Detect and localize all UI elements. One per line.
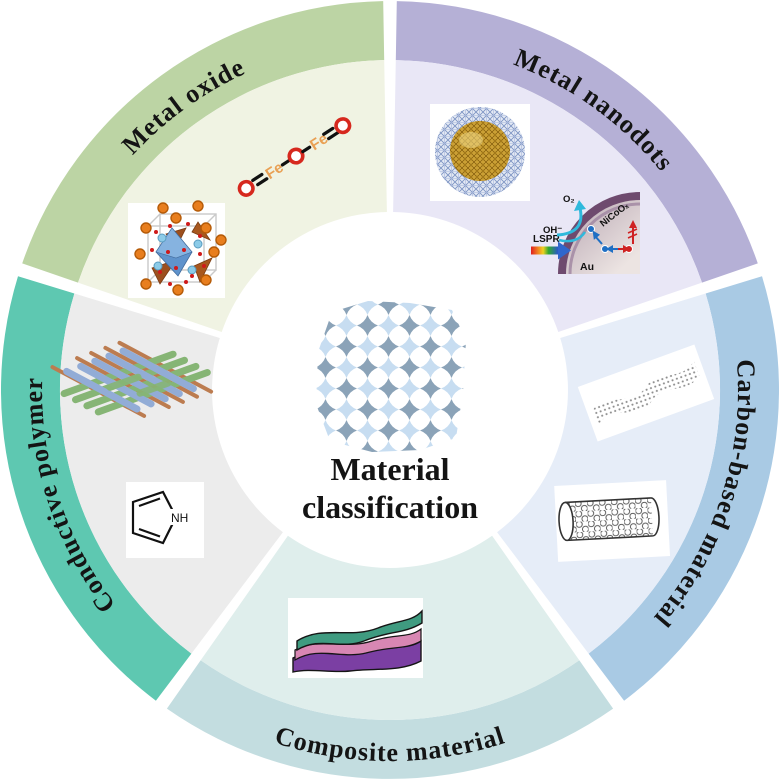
blue-atoms (153, 233, 203, 275)
nh-group-label: NH (171, 511, 188, 525)
crystal-structure-image (128, 200, 227, 298)
arc-carbon-based (588, 276, 779, 701)
gold-nanoparticle-image (430, 104, 530, 201)
arc-composite (166, 660, 614, 779)
graphene-sheet-image (577, 344, 715, 442)
oxygen-atom-icon (334, 117, 352, 135)
reaction-arrow-icon (556, 207, 583, 237)
composite-layers-image (288, 598, 423, 678)
pyrrole-ring (131, 490, 177, 545)
rainbow-arrow-icon (531, 246, 558, 255)
lspr-label: LSPR (533, 234, 560, 245)
oxygen-atom-icon (237, 179, 255, 197)
orange-atoms (134, 200, 227, 296)
lspr-mechanism-diagram: NiCoOₓ Au LSPR OH⁻ O₂ (531, 192, 641, 275)
fe-atom-label: Fe (263, 159, 287, 183)
pyrrole-molecule: NH (126, 482, 204, 558)
porous-lattice-image (316, 301, 466, 452)
weave-overlap (106, 373, 172, 397)
feo-molecule: Fe Fe (237, 117, 352, 197)
arc-conductive-polymer (1, 276, 192, 701)
rainbow-arrowhead-icon (558, 241, 571, 260)
hydroxide-label: OH⁻ (543, 225, 562, 236)
carbon-nanotube-image (554, 480, 671, 562)
oxygen-label: O₂ (563, 194, 575, 205)
arc-metal-nanodots (395, 1, 758, 283)
au-core-label: Au (580, 261, 594, 273)
polymer-weave-image (50, 340, 214, 418)
center-title-line1: Material (330, 451, 449, 487)
sector-metal-oxide (78, 60, 387, 332)
fe-atom-label: Fe (307, 130, 331, 154)
center-title-line2: classification (302, 489, 478, 525)
arc-metal-oxide (22, 1, 385, 283)
red-atoms (150, 222, 206, 286)
